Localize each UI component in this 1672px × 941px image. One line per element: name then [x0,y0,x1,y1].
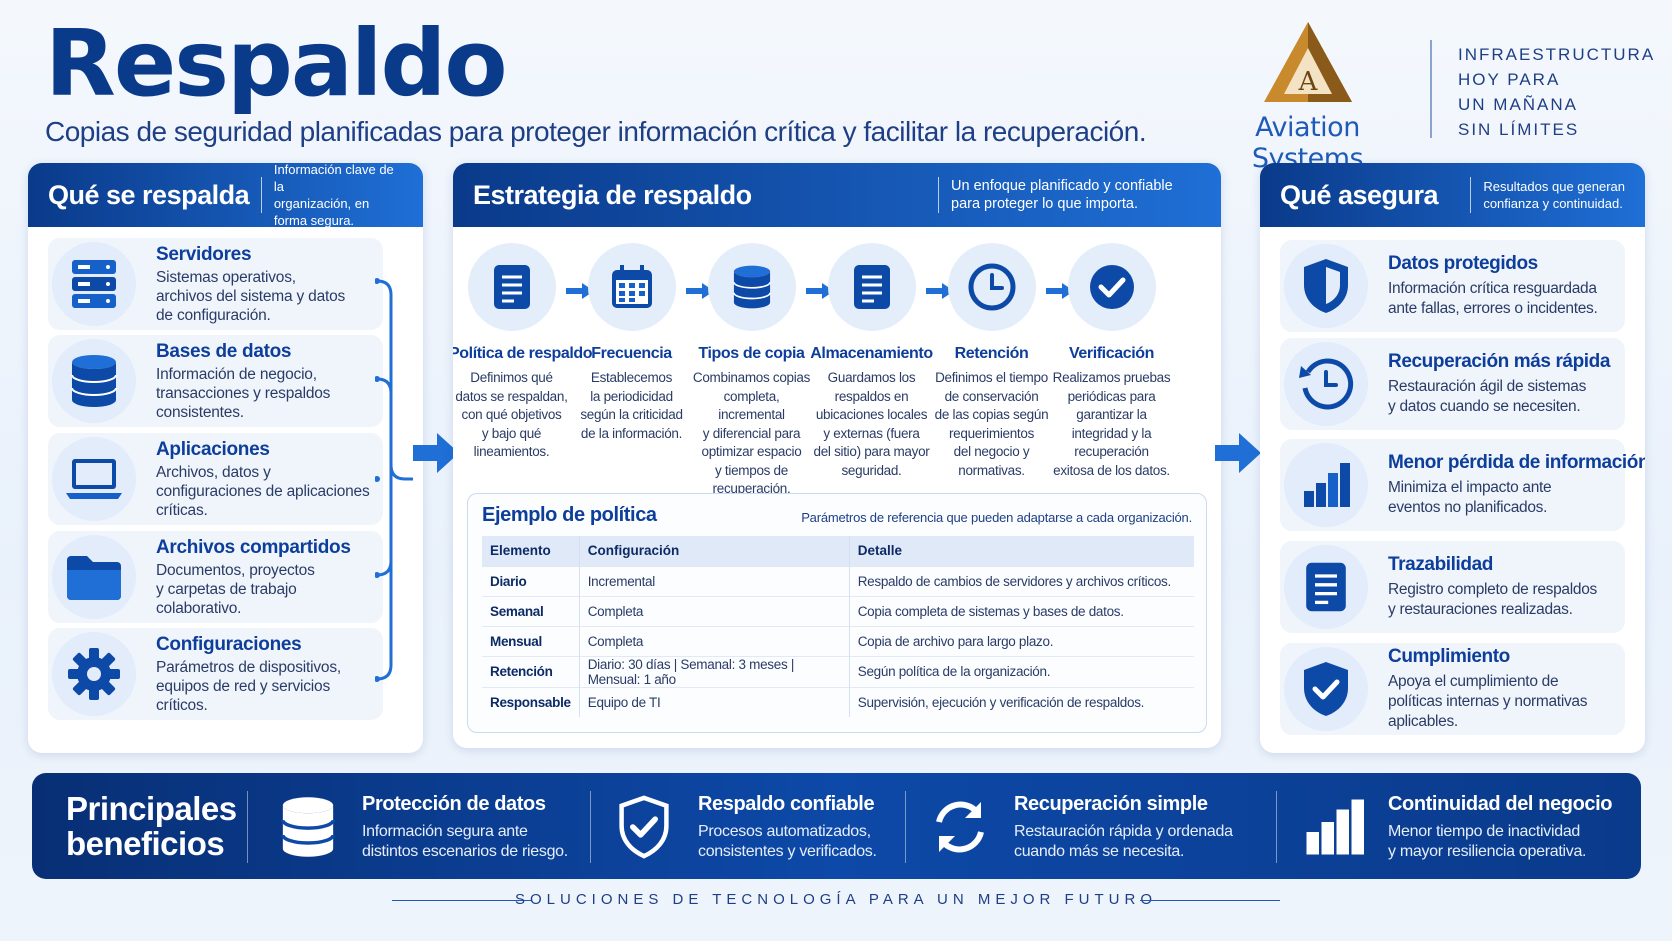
arrow-right-icon [686,283,714,299]
arrow-right-icon [1215,433,1261,473]
restore-clock-icon [1284,342,1368,426]
document-icon [1284,545,1368,629]
bar-chart-icon [1284,443,1368,527]
folder-icon [52,535,136,619]
tagline: INFRAESTRUCTURA HOY PARA UN MAÑANA SIN L… [1458,45,1656,139]
benefit-respaldo-confiable: Respaldo confiable Procesos automatizado… [608,787,877,867]
document-icon [467,243,556,331]
logo-letter: A [1297,67,1318,97]
arrow-right-icon [566,283,594,299]
database-icon [707,243,796,331]
arrow-right-icon [1046,283,1074,299]
page-title: Respaldo [45,10,508,117]
shield-icon [1284,244,1368,328]
refresh-icon [924,791,996,863]
calendar-icon [587,243,676,331]
bar-chart-icon [1298,791,1370,863]
arrow-right-icon [806,283,834,299]
shield-check-icon [608,791,680,863]
storage-document-icon [827,243,916,331]
server-icon [52,242,136,326]
connector-bracket [375,278,413,682]
clock-icon [947,243,1036,331]
check-circle-icon [1067,243,1156,331]
list-item-servidores: Servidores Sistemas operativos,archivos … [48,238,383,330]
benefit-continuidad: Continuidad del negocio Menor tiempo de … [1298,787,1613,867]
tagline-divider [1430,40,1432,138]
list-item-configuraciones: Configuraciones Parámetros de dispositiv… [48,628,383,720]
policy-title: Ejemplo de política [482,504,657,526]
panel-header: Estrategia de respaldo Un enfoque planif… [453,163,1221,227]
database-icon [52,339,136,423]
backup-strategy-panel: Estrategia de respaldo Un enfoque planif… [453,163,1221,748]
list-item-menor-perdida: Menor pérdida de información Minimiza el… [1280,439,1645,531]
header: Respaldo Copias de seguridad planificada… [45,10,1195,148]
triangle-logo-icon: A [1263,22,1352,102]
list-item-archivos-compartidos: Archivos compartidos Documentos, proyect… [48,531,383,623]
benefit-recuperacion-simple: Recuperación simple Restauración rápida … [924,787,1233,867]
list-item-bases-de-datos: Bases de datos Información de negocio,tr… [48,335,383,427]
policy-example: Ejemplo de política Parámetros de refere… [467,493,1207,733]
list-item-trazabilidad: Trazabilidad Registro completo de respal… [1280,541,1625,633]
panel-title: Qué asegura [1280,179,1439,210]
arrow-right-icon [926,283,954,299]
footer-line-right [1140,900,1280,901]
list-item-recuperacion: Recuperación más rápida Restauración ági… [1280,338,1625,430]
laptop-icon [52,437,136,521]
company-logo: A Aviation Systems [1200,18,1415,174]
policy-note: Parámetros de referencia que pueden adap… [801,510,1192,525]
panel-title: Estrategia de respaldo [473,179,752,210]
gear-icon [52,632,136,716]
table-header-row: Elemento Configuración Detalle [482,536,1194,566]
logo-name: Aviation Systems [1251,112,1364,174]
panel-title: Qué se respalda [48,179,250,210]
list-item-datos-protegidos: Datos protegidos Información crítica res… [1280,240,1625,332]
footer-slogan: SOLUCIONES DE TECNOLOGÍA PARA UN MEJOR F… [514,891,1157,908]
footer-line-left [392,900,532,901]
database-icon [272,791,344,863]
arrow-right-icon [413,433,459,473]
page-subtitle: Copias de seguridad planificadas para pr… [45,116,1147,147]
benefit-proteccion: Protección de datos Información segura a… [272,787,568,867]
shield-check-icon [1284,647,1368,731]
